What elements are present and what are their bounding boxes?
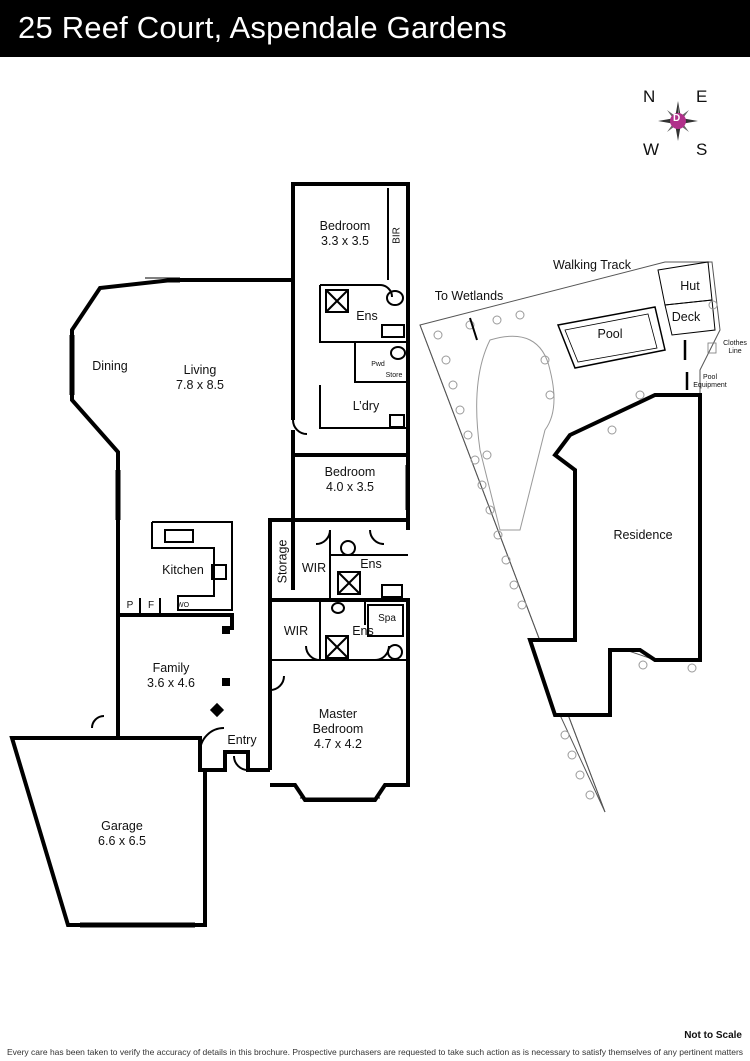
compass-east: E	[696, 87, 708, 106]
compass: N E W S D	[640, 85, 720, 165]
lower-wing-wall	[268, 518, 408, 600]
ens1-label: Ens	[356, 309, 378, 323]
store-label: Store	[385, 372, 403, 379]
compass-badge: D	[673, 113, 681, 124]
walking-track-label: Walking Track	[552, 258, 632, 272]
header-bar: 25 Reef Court, Aspendale Gardens	[0, 0, 750, 57]
dining-label: Dining	[92, 359, 128, 373]
wir1-label: WIR	[301, 561, 327, 575]
laundry-label: L’dry	[352, 399, 380, 413]
spa-label: Spa	[378, 613, 396, 624]
page-title: 25 Reef Court, Aspendale Gardens	[18, 10, 507, 45]
living-exterior-wall	[70, 278, 293, 615]
compass-south: S	[696, 140, 708, 159]
clothes-line-label: Clothes Line	[723, 340, 747, 355]
residence-label: Residence	[613, 528, 673, 542]
storage-label: Storage	[275, 539, 290, 584]
pantry-label: P	[126, 600, 134, 611]
compass-west: W	[643, 140, 660, 159]
site-plan	[419, 261, 721, 813]
compass-rose-icon	[658, 101, 698, 141]
disclaimer-text: Every care has been taken to verify the …	[6, 1047, 744, 1057]
floor-plan	[9, 182, 721, 928]
deck-label: Deck	[671, 310, 701, 324]
entry-label: Entry	[227, 733, 257, 747]
not-to-scale-label: Not to Scale	[684, 1030, 742, 1041]
kitchen-label: Kitchen	[162, 563, 204, 577]
fridge-label: F	[147, 600, 155, 611]
entry-wall	[200, 750, 270, 772]
hut-label: Hut	[680, 279, 700, 293]
to-wetlands-label: To Wetlands	[434, 289, 504, 303]
pwd-label: Pwd	[371, 361, 385, 368]
pool-label: Pool	[597, 327, 623, 341]
wir2-label: WIR	[283, 624, 309, 638]
master-bedroom-wall	[268, 598, 410, 802]
ens2-label: Ens	[360, 557, 382, 571]
wo-label: WO	[176, 602, 190, 609]
kitchen-family-wall	[118, 613, 234, 630]
bedroom-wing-wall	[291, 182, 410, 530]
bir-label: BIR	[391, 227, 403, 244]
ens3-label: Ens	[352, 624, 374, 638]
compass-north: N	[643, 87, 656, 106]
pool-equipment-label: Pool Equipment	[693, 374, 727, 389]
